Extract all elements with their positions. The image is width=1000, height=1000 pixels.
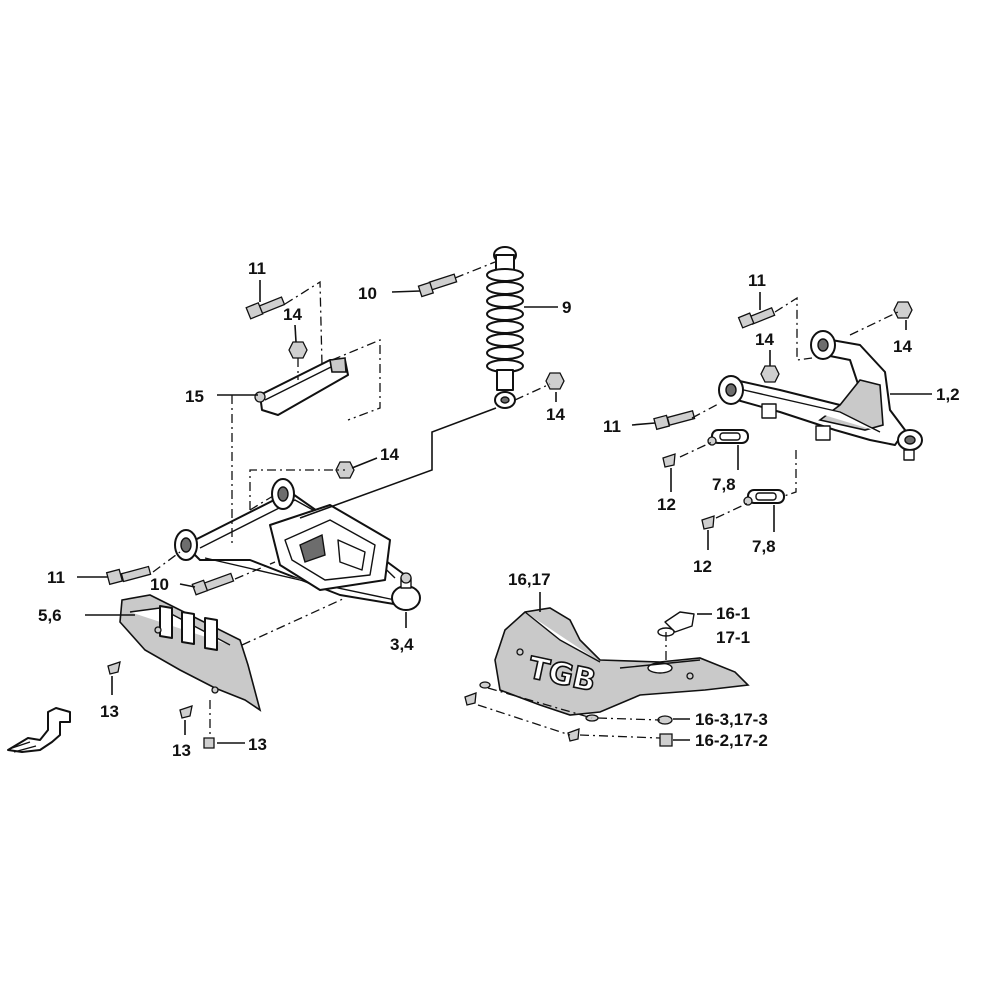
callout-7-8-a: 7,8 (712, 475, 736, 494)
bracket-15[interactable] (254, 357, 349, 416)
callout-16-2-17-2: 16-2,17-2 (695, 731, 768, 750)
callout-16-3-17-3: 16-3,17-3 (695, 710, 768, 729)
callout-1-2: 1,2 (936, 385, 960, 404)
assembly-lines (152, 261, 899, 739)
bolt-11-left-top[interactable] (245, 296, 286, 320)
clip-7-8-upper[interactable] (707, 429, 749, 446)
callout-11-right-bottom: 11 (603, 417, 621, 436)
washer-16-3-c[interactable] (657, 715, 673, 725)
front-direction-arrow-icon (7, 707, 71, 753)
fasteners (105, 273, 913, 749)
bolt-11-right-top[interactable] (737, 306, 776, 329)
callout-14-left-top: 14 (283, 305, 302, 324)
callout-11-left-bottom: 11 (47, 568, 65, 587)
screw-13-b[interactable] (179, 705, 193, 719)
callout-14-right-a: 14 (755, 330, 774, 349)
callout-16-1: 16-1 (716, 604, 750, 623)
ball-joint-left[interactable] (391, 572, 421, 611)
callout-11-right-top: 11 (748, 271, 766, 290)
clip-7-8-lower[interactable] (743, 489, 785, 506)
screw-12-b[interactable] (701, 515, 715, 530)
ball-joint-right[interactable] (897, 429, 923, 461)
callout-16-17: 16,17 (508, 570, 551, 589)
callout-3-4: 3,4 (390, 635, 414, 654)
lower-a-arm[interactable] (174, 478, 406, 606)
callout-7-8-b: 7,8 (752, 537, 776, 556)
bracket-16-1[interactable] (657, 611, 695, 637)
callout-13-a: 13 (100, 702, 119, 721)
bolt-10-bottom[interactable] (191, 572, 235, 596)
washer-16-3-a[interactable] (479, 681, 491, 689)
leader-lines (77, 280, 932, 744)
callout-14-right-b: 14 (893, 337, 912, 356)
callout-13-b: 13 (172, 741, 191, 760)
skid-plate-right[interactable]: TGB (494, 607, 750, 716)
callout-10-top: 10 (358, 284, 377, 303)
callout-15: 15 (185, 387, 204, 406)
screw-12-a[interactable] (662, 453, 676, 468)
callout-12-a: 12 (657, 495, 676, 514)
callout-14-mid: 14 (380, 445, 399, 464)
callout-14-shock: 14 (546, 405, 565, 424)
screw-16-2-b[interactable] (567, 728, 580, 742)
callout-12-b: 12 (693, 557, 712, 576)
bolt-11-right-bottom[interactable] (653, 409, 696, 431)
callout-9: 9 (562, 298, 571, 317)
callout-10-bottom: 10 (150, 575, 169, 594)
upper-a-arm[interactable] (718, 330, 906, 446)
screw-13-a[interactable] (107, 661, 121, 675)
nut-14-shock[interactable] (545, 372, 565, 390)
callout-labels: 11 14 15 10 9 14 14 11 10 5,6 3,4 13 13 … (38, 259, 960, 760)
screw-16-2-a[interactable] (464, 692, 477, 706)
callout-17-1: 17-1 (716, 628, 750, 647)
nut-14-right-a[interactable] (760, 365, 780, 383)
nut-14-right-b[interactable] (893, 301, 913, 319)
skid-plate-left[interactable] (119, 594, 262, 712)
callout-5-6: 5,6 (38, 606, 62, 625)
shock-spring (486, 268, 524, 373)
bolt-11-left-bottom[interactable] (105, 565, 152, 586)
callout-13-c: 13 (248, 735, 267, 754)
nut-14-left-top[interactable] (288, 341, 308, 359)
callout-11-left-top: 11 (248, 259, 266, 278)
screw-13-c[interactable] (203, 737, 215, 749)
screw-16-2-c[interactable] (659, 733, 673, 747)
shock-absorber[interactable] (486, 246, 524, 409)
bolt-10-top[interactable] (417, 273, 458, 298)
